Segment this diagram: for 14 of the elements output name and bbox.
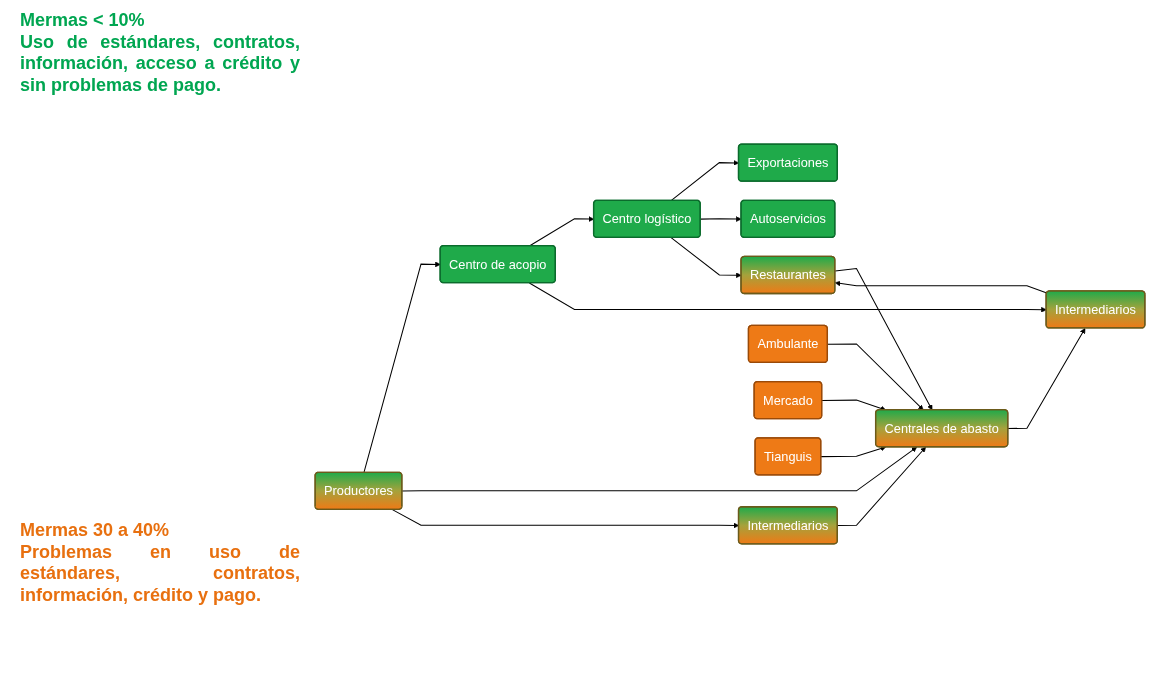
arrow	[1007, 327, 1086, 429]
note-text: Uso de estándares, contratos, información, acceso a crédito y sin problemas de pago.	[20, 31, 300, 97]
note-heading: Mermas < 10%	[20, 10, 146, 32]
arrow	[401, 446, 918, 492]
arrow	[827, 342, 924, 410]
arrow	[820, 445, 887, 457]
note-text: Problemas en uso de estándares, contratos, información, crédito y pago.	[20, 541, 300, 607]
arrow	[700, 215, 742, 222]
arrow	[834, 267, 933, 410]
arrow	[528, 282, 1047, 313]
arrow	[837, 446, 926, 526]
arrow	[821, 399, 887, 411]
arrow	[363, 261, 441, 473]
note-heading: Mermas 30 a 40%	[20, 520, 171, 542]
